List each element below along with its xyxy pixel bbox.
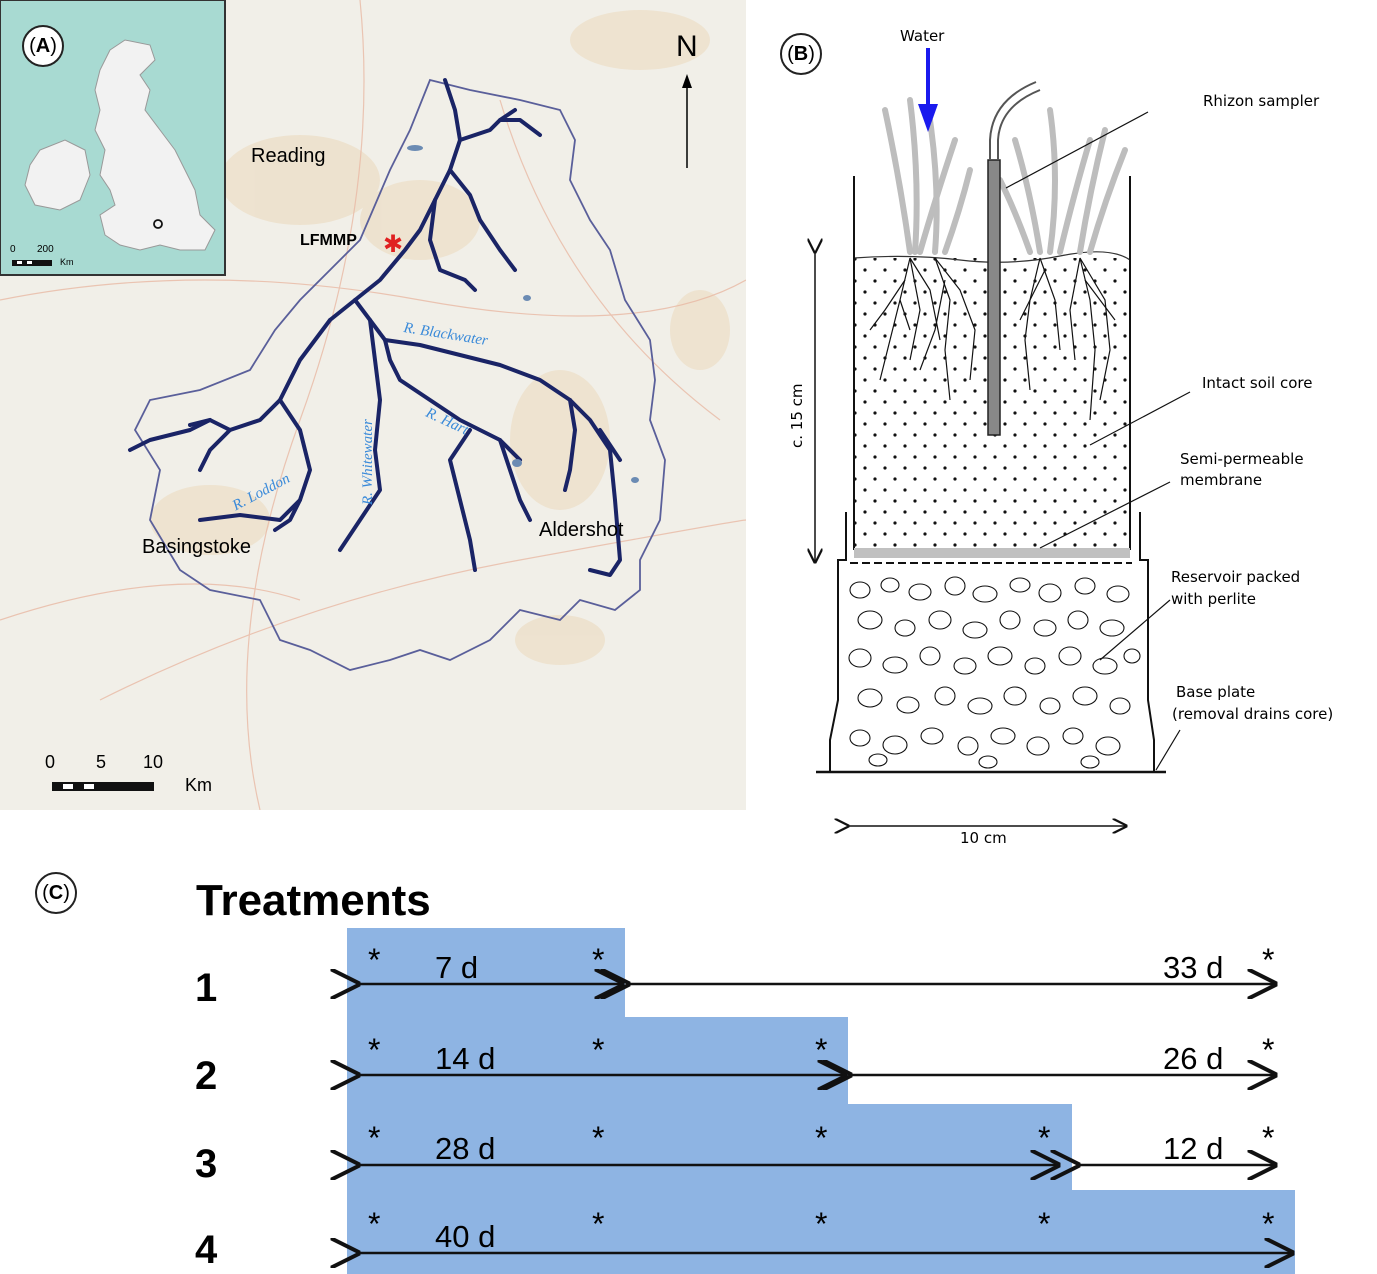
scale-tick-10: 10 [143,752,164,772]
sampling-marker: * [815,1206,828,1242]
inset-scale-unit: Km [60,257,74,267]
membrane-label-1: Semi-permeable [1180,450,1304,468]
treatment-2-first-duration: 14 d [435,1041,496,1076]
north-arrow-head [682,74,692,88]
reservoir-label-2: with perlite [1171,590,1256,608]
treatment-1-number: 1 [195,966,218,1010]
sampling-marker: * [592,1120,605,1156]
schematic-canvas [760,48,1191,860]
treatment-3-second-duration: 12 d [1163,1131,1224,1166]
leader-lines [1005,111,1191,771]
base-plate-label-1: Base plate [1176,683,1256,701]
membrane [854,548,1130,558]
sampling-marker: * [1262,1032,1275,1068]
north-label: N [676,30,698,63]
scale-tick-0: 0 [45,752,56,772]
site-label: LFMMP [300,232,357,249]
reservoir-wall-right [1139,512,1155,772]
treatment-2-second-duration: 26 d [1163,1041,1224,1076]
sampling-marker: * [592,942,605,978]
panel-b-label: (B) [780,33,822,75]
treatment-1-second-duration: 33 d [1163,950,1224,985]
sampling-marker: * [1262,942,1275,978]
mesocosm-schematic-panel: (B) Water Rhizon sampler Intact soil cor… [760,0,1377,860]
river-whitewater-label: R. Whitewater [360,419,376,505]
membrane-label-2: membrane [1180,471,1263,489]
inset-location-marker [153,219,163,229]
sampling-marker: * [1262,1120,1275,1156]
plant-shoots [882,97,1128,255]
plant-roots [869,257,1116,421]
treatments-panel: (C) Treatments 1 2 3 4 7 d 33 d 14 d 26 … [0,860,1377,1274]
catchment-map-panel: ✱ (A) N 0 200 Km Reading Basingstoke Ald… [0,0,746,810]
width-label: 10 cm [960,829,1007,847]
treatment-3-first-duration: 28 d [435,1131,496,1166]
reservoir-wall-left [829,512,847,772]
sampling-marker: * [1262,1206,1275,1242]
town-aldershot: Aldershot [539,519,624,541]
base-plate-label-2: (removal drains core) [1172,705,1334,723]
inset-ireland [24,139,91,211]
inset-scale-zero: 0 [10,244,16,255]
lakes [407,145,639,483]
water-label: Water [900,27,945,45]
treatment-4-duration: 40 d [435,1219,496,1254]
panel-a-label: (A) [22,25,64,67]
sampling-marker: * [1038,1206,1051,1242]
scale-unit: Km [185,775,212,795]
sampling-marker: * [592,1206,605,1242]
rhizon-sampler-tube [987,159,1001,436]
town-basingstoke: Basingstoke [142,536,251,558]
town-reading: Reading [251,145,326,167]
rhizon-label: Rhizon sampler [1203,92,1320,110]
urban-areas [150,10,730,665]
sampling-marker: * [815,1032,828,1068]
sampling-marker: * [368,1120,381,1156]
treatment-3-number: 3 [195,1142,218,1186]
sampling-marker: * [368,1206,381,1242]
treatment-1-first-duration: 7 d [435,950,479,985]
inset-britain [94,39,216,251]
panel-c-label: (C) [35,872,77,914]
flooding-duration-area [347,928,1295,1274]
treatment-schedule [0,928,1295,1274]
inset-scale-value: 200 [37,244,54,255]
sampling-marker: * [592,1032,605,1068]
soil-core-label: Intact soil core [1202,374,1313,392]
sampling-marker: * [368,942,381,978]
scale-bar [52,782,154,791]
sampling-marker: * [815,1120,828,1156]
perlite-fill [848,576,1141,769]
treatment-4-number: 4 [195,1228,218,1272]
treatment-2-number: 2 [195,1054,218,1098]
treatments-title: Treatments [196,876,431,925]
sampling-marker: * [368,1032,381,1068]
roads [0,0,746,810]
map-canvas: ✱ [0,0,746,810]
catchment-boundary [133,78,666,671]
reservoir-label-1: Reservoir packed [1171,568,1301,586]
river-network [128,78,622,577]
height-label: c. 15 cm [788,383,806,449]
scale-tick-5: 5 [96,752,107,772]
sampling-marker: * [1038,1120,1051,1156]
site-marker-icon: ✱ [383,231,403,258]
